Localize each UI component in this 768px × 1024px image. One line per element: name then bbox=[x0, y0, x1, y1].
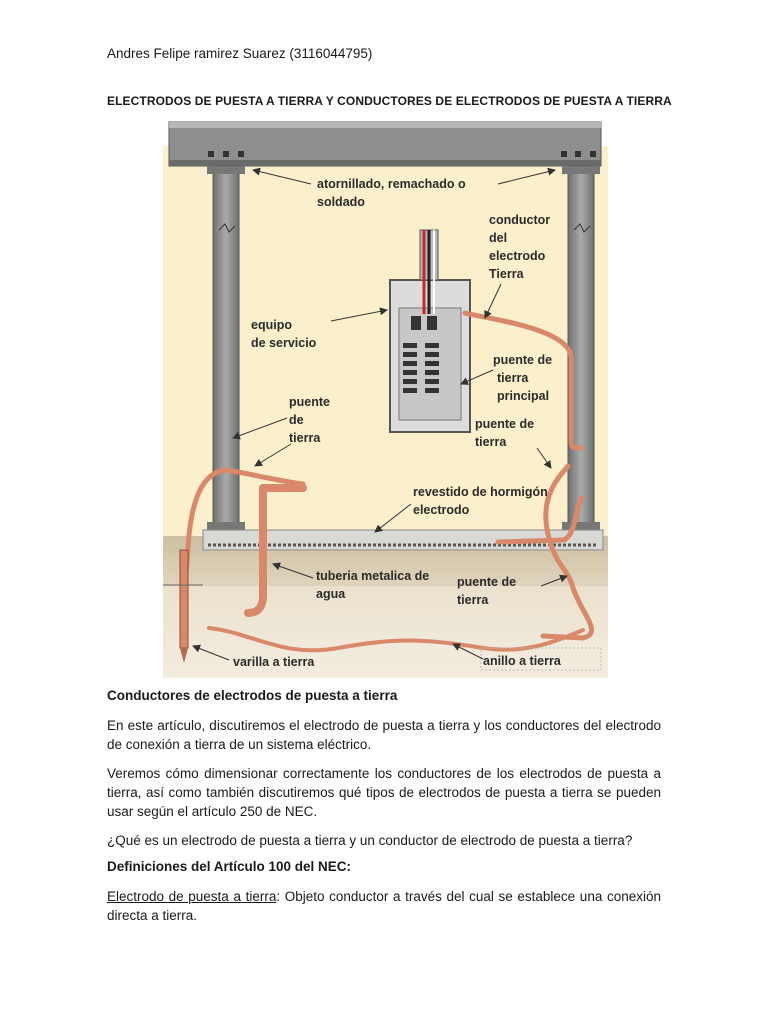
label-atornillado-line1: atornillado, remachado o bbox=[317, 177, 466, 191]
document-title: ELECTRODOS DE PUESTA A TIERRA Y CONDUCTO… bbox=[107, 94, 672, 108]
water-pipe bbox=[244, 484, 267, 617]
label-puente-bottom-line1: puente de bbox=[457, 575, 516, 589]
label-puente-left-line1: puente bbox=[289, 395, 330, 409]
label-puente-right-line1: puente de bbox=[475, 417, 534, 431]
label-puente-left-line3: tierra bbox=[289, 431, 321, 445]
section-heading: Conductores de electrodos de puesta a ti… bbox=[107, 688, 398, 703]
definition-term: Electrodo de puesta a tierra bbox=[107, 889, 277, 904]
label-tuberia-line1: tuberia metalica de bbox=[316, 569, 429, 583]
label-atornillado-line2: soldado bbox=[317, 195, 365, 209]
label-conductor-line2: del bbox=[489, 231, 507, 245]
label-puente-principal-line2: tierra bbox=[497, 371, 529, 385]
label-puente-right-line2: tierra bbox=[475, 435, 507, 449]
label-conductor-line1: conductor bbox=[489, 213, 550, 227]
ground-ring bbox=[207, 626, 585, 653]
label-anillo: anillo a tierra bbox=[483, 654, 562, 668]
rebar-bond bbox=[495, 495, 584, 545]
water-bond bbox=[222, 467, 306, 487]
paragraph-3: ¿Qué es un electrodo de puesta a tierra … bbox=[107, 833, 633, 848]
label-varilla: varilla a tierra bbox=[233, 655, 315, 669]
ground-bond-left bbox=[182, 467, 228, 591]
definitions-heading: Definiciones del Artículo 100 del NEC: bbox=[107, 859, 352, 874]
paragraph-2: Veremos cómo dimensionar correctamente l… bbox=[107, 766, 661, 819]
label-revestido-line2: electrodo bbox=[413, 503, 470, 517]
label-conductor-line4: Tierra bbox=[489, 267, 525, 281]
author-line: Andres Felipe ramirez Suarez (3116044795… bbox=[107, 46, 373, 61]
label-puente-principal-line1: puente de bbox=[493, 353, 552, 367]
label-puente-principal-line3: principal bbox=[497, 389, 549, 403]
label-puente-left-line2: de bbox=[289, 413, 304, 427]
ground-rod bbox=[179, 549, 189, 649]
left-column bbox=[212, 165, 240, 537]
label-revestido-line1: revestido de hormigón bbox=[413, 485, 548, 499]
grounding-diagram: atornillado, remachado o soldado conduct… bbox=[163, 118, 608, 678]
bonding-jumper-right bbox=[540, 463, 594, 641]
label-tuberia-line2: agua bbox=[316, 587, 346, 601]
paragraph-1: En este artículo, discutiremos el electr… bbox=[107, 718, 661, 752]
definition-paragraph: Electrodo de puesta a tierra: Objeto con… bbox=[107, 887, 661, 925]
definition-text: : Objeto conductor a través del cual se … bbox=[107, 889, 661, 923]
label-conductor-line3: electrodo bbox=[489, 249, 546, 263]
label-equipo-line1: equipo bbox=[251, 318, 292, 332]
label-puente-bottom-line2: tierra bbox=[457, 593, 489, 607]
steel-beam bbox=[168, 121, 602, 167]
label-equipo-line2: de servicio bbox=[251, 336, 317, 350]
